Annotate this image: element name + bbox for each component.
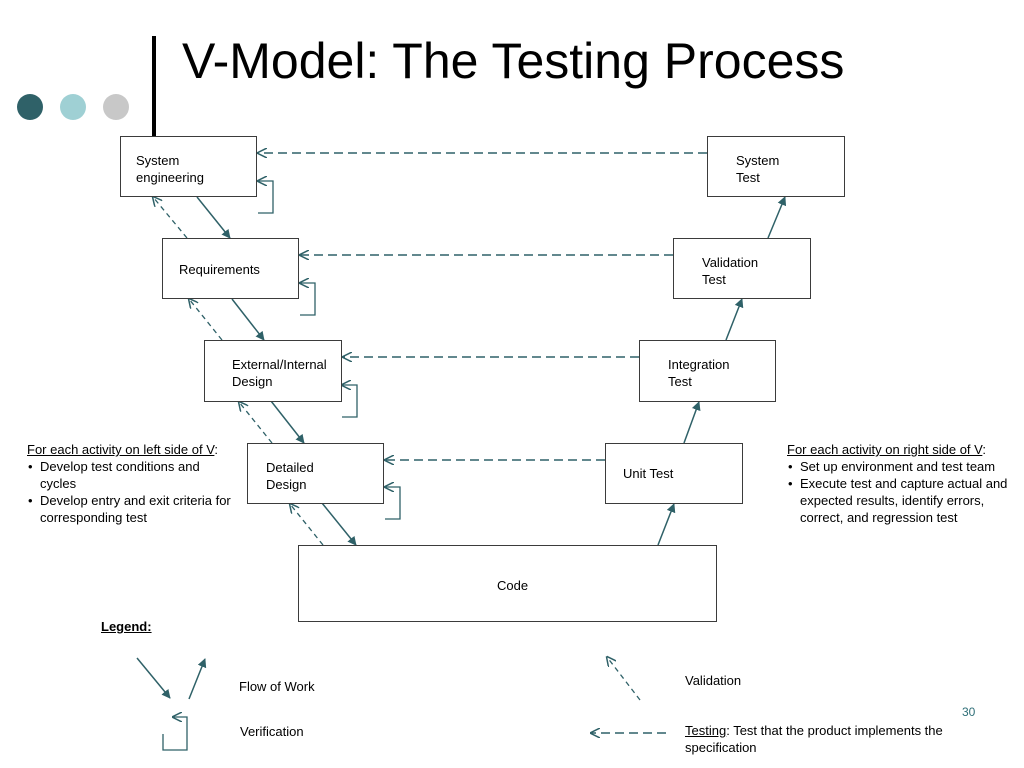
verification-loop-requirements — [300, 283, 316, 316]
left-note-item: Develop entry and exit criteria for corr… — [27, 492, 239, 526]
box-code: Code — [298, 545, 717, 622]
validation-arrow-req-to-sys — [153, 197, 188, 239]
box-unit-test: Unit Test — [605, 443, 743, 504]
label-detailed-design: Detailed Design — [266, 460, 314, 492]
left-note-colon: : — [214, 442, 219, 457]
right-note-item: Set up environment and test team — [787, 458, 1019, 475]
legend-testing-description: : Test that the product implements the s… — [685, 723, 943, 755]
verification-loop-system-engineering — [258, 181, 274, 214]
right-side-note: For each activity on right side of V: Se… — [787, 441, 1019, 526]
label-code: Code — [497, 578, 529, 593]
left-note-item: Develop test conditions and cycles — [27, 458, 239, 492]
legend-title: Legend: — [101, 619, 152, 634]
decorative-dot-teal — [60, 94, 86, 120]
flow-arrow-code-to-unit — [657, 503, 676, 546]
label-system-engineering: System engineering — [136, 153, 204, 185]
flow-arrow-det-to-code — [321, 502, 357, 546]
legend-testing-label: Testing: Test that the product implement… — [685, 722, 955, 756]
flow-arrow-ext-to-det — [270, 400, 305, 444]
left-note-heading: For each activity on left side of V — [27, 442, 215, 457]
page-number: 30 — [962, 705, 976, 719]
box-integration-test: Integration Test — [639, 340, 776, 402]
label-requirements: Requirements — [179, 262, 260, 277]
legend-verification-label: Verification — [240, 724, 304, 739]
label-unit-test: Unit Test — [623, 466, 674, 481]
label-validation-test: Validation Test — [702, 255, 759, 287]
legend-testing-word: Testing — [685, 723, 727, 738]
validation-arrow-det-to-ext — [239, 402, 273, 444]
label-integration-test: Integration Test — [668, 357, 730, 389]
flow-arrow-req-to-ext — [231, 298, 265, 341]
legend-validation-icon — [607, 657, 641, 701]
right-note-heading: For each activity on right side of V — [787, 442, 983, 457]
flow-arrow-unit-to-int — [683, 401, 701, 444]
box-validation-test: Validation Test — [673, 238, 811, 299]
verification-loop-detailed-design — [385, 487, 401, 520]
page-title: V-Model: The Testing Process — [182, 33, 845, 89]
legend-flow-arrow-up — [188, 658, 207, 700]
validation-arrow-ext-to-req — [189, 299, 223, 341]
validation-arrow-code-to-det — [290, 504, 324, 546]
box-external-internal-design: External/Internal Design — [204, 340, 342, 402]
title-divider — [152, 36, 156, 152]
flow-arrow-int-to-val — [725, 298, 744, 341]
legend-flow-arrow-down — [136, 657, 171, 699]
flow-arrow-sys-to-req — [196, 196, 231, 239]
legend-verification-icon — [162, 717, 188, 751]
box-system-test: System Test — [707, 136, 845, 197]
flow-arrow-val-to-sys — [767, 196, 787, 239]
decorative-dot-dark — [17, 94, 43, 120]
right-note-colon: : — [982, 442, 986, 457]
decorative-dot-gray — [103, 94, 129, 120]
label-system-test: System Test — [736, 153, 780, 185]
verification-loop-external-design — [342, 385, 358, 418]
box-system-engineering: System engineering — [120, 136, 257, 197]
left-side-note: For each activity on left side of V: Dev… — [27, 441, 239, 526]
legend-flow-of-work-label: Flow of Work — [239, 679, 315, 694]
box-detailed-design: Detailed Design — [247, 443, 384, 504]
right-note-item: Execute test and capture actual and expe… — [787, 475, 1019, 526]
legend-validation-label: Validation — [685, 673, 742, 688]
label-external-internal-design: External/Internal Design — [232, 357, 327, 389]
box-requirements: Requirements — [162, 238, 299, 299]
